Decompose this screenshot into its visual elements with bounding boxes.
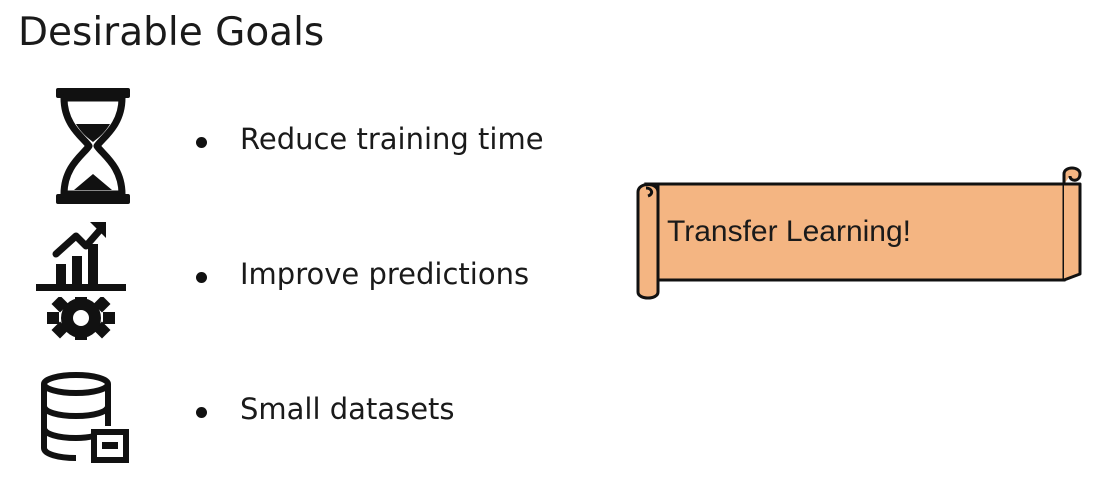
bullet-dot <box>196 407 207 418</box>
growth-gear-icon <box>36 222 126 340</box>
database-icon <box>41 372 129 463</box>
banner-text: Transfer Learning! <box>667 215 912 248</box>
goal-label-reduce-training-time: Reduce training time <box>240 122 544 156</box>
scroll-banner <box>636 166 1082 300</box>
bullet-dot <box>196 272 207 283</box>
goal-label-improve-predictions: Improve predictions <box>240 257 530 291</box>
hourglass-icon <box>56 88 130 204</box>
goal-label-small-datasets: Small datasets <box>240 392 455 426</box>
page-title: Desirable Goals <box>18 10 325 55</box>
bullet-dot <box>196 137 207 148</box>
